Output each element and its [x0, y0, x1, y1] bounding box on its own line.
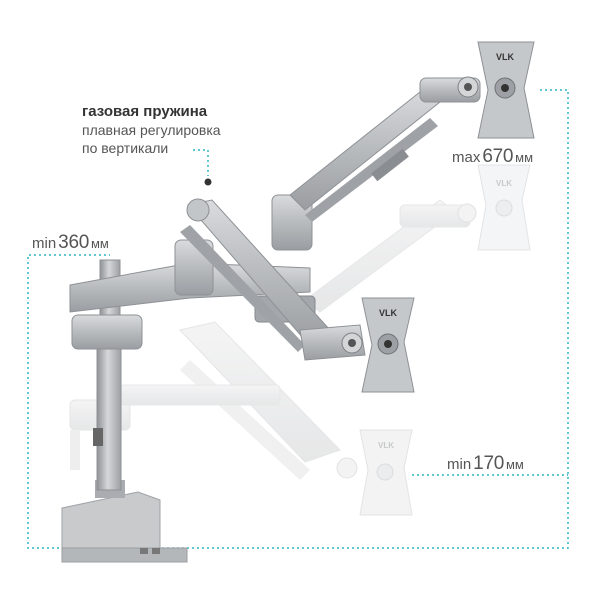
brand-logo-middle: VLK — [379, 308, 398, 318]
ghost-arm-high — [304, 164, 531, 313]
annotation-line-2: по вертикали — [82, 140, 169, 156]
brand-logo-top: VLK — [496, 52, 515, 62]
annotation-dot — [204, 178, 212, 186]
brand-logo-ghost-high: VLK — [496, 179, 512, 188]
vesa-plate-middle: VLK — [361, 297, 415, 393]
desk-clamp-base — [61, 480, 188, 563]
dimension-lines — [27, 89, 569, 549]
dimension-max-value: 670 — [482, 146, 514, 167]
ghost-vesa-plate-high — [477, 164, 531, 251]
dimension-line-max — [27, 89, 569, 549]
dimension-max-prefix: max — [452, 149, 481, 166]
brand-logo-ghost-low: VLK — [378, 441, 394, 450]
annotation-title: газовая пружина — [82, 103, 208, 120]
ghost-vesa-plate-low — [359, 429, 413, 516]
dimension-min-left-prefix: min — [32, 235, 57, 252]
dimension-min-left-unit: мм — [90, 236, 109, 251]
vertical-pole — [96, 324, 122, 491]
dimension-min-right-prefix: min — [447, 456, 472, 473]
gas-spring-arm-upper — [271, 76, 481, 251]
dimension-label-max: max 670 мм — [452, 146, 533, 168]
dimension-min-right-unit: мм — [505, 457, 524, 472]
vesa-plate-top: VLK — [477, 41, 535, 139]
ghost-arm-low — [69, 321, 413, 516]
dimension-label-min-right: min 170 мм — [447, 453, 524, 475]
dimension-min-right-value: 170 — [473, 453, 504, 474]
dimension-min-left-value: 360 — [58, 232, 89, 253]
annotation-line-1: плавная регулировка — [82, 122, 221, 138]
dimension-max-unit: мм — [515, 150, 534, 165]
dimension-label-min-left: min 360 мм — [32, 232, 109, 254]
gas-spring-arm-lower — [180, 198, 366, 361]
